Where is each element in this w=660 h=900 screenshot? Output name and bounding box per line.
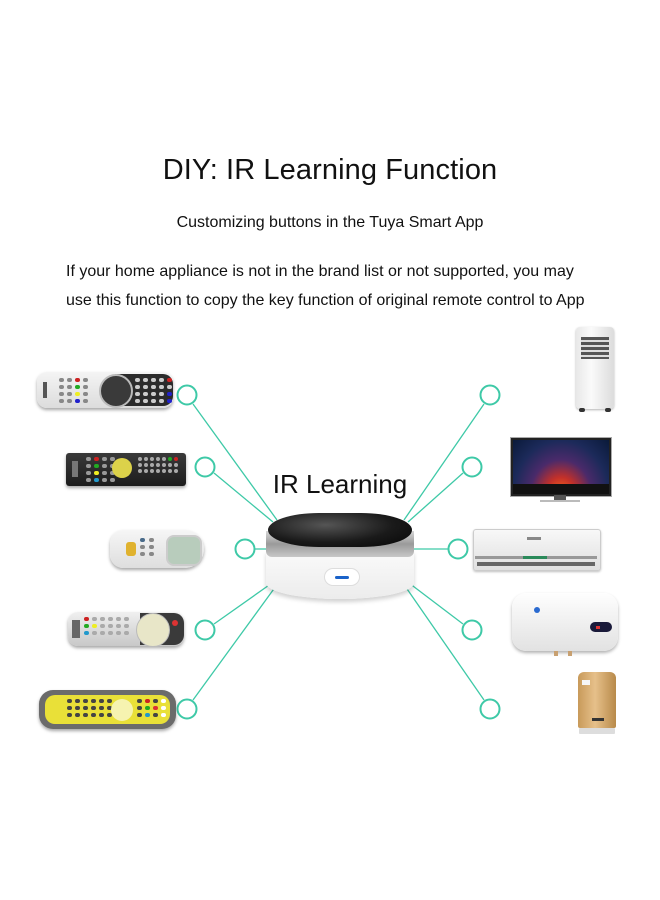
split-air-conditioner-icon bbox=[473, 529, 601, 571]
hub-label: IR Learning bbox=[272, 469, 408, 499]
connector-node-right-1 bbox=[479, 384, 501, 406]
connector-node-right-2 bbox=[461, 456, 483, 478]
connector-node-left-3 bbox=[234, 538, 256, 560]
hub-indicator-light bbox=[324, 568, 360, 586]
ac-remote-icon bbox=[110, 530, 204, 568]
universal-remote-silver-icon bbox=[68, 612, 184, 647]
television-icon bbox=[510, 437, 612, 503]
page-subtitle: Customizing buttons in the Tuya Smart Ap… bbox=[176, 214, 484, 231]
air-purifier-icon bbox=[578, 672, 616, 734]
connector-node-left-5 bbox=[176, 698, 198, 720]
ir-hub-device-icon bbox=[266, 513, 414, 603]
portable-air-conditioner-icon bbox=[576, 327, 614, 412]
connector-node-left-1 bbox=[176, 384, 198, 406]
water-heater-icon bbox=[512, 593, 618, 657]
page-title: DIY: IR Learning Function bbox=[162, 154, 498, 186]
description-line-1: If your home appliance is not in the bra… bbox=[66, 263, 574, 280]
tv-remote-white-icon bbox=[37, 372, 173, 408]
connector-node-left-2 bbox=[194, 456, 216, 478]
connector-node-right-4 bbox=[461, 619, 483, 641]
connector-node-left-4 bbox=[194, 619, 216, 641]
description: If your home appliance is not in the bra… bbox=[66, 257, 585, 315]
connector-node-right-5 bbox=[479, 698, 501, 720]
tv-remote-black-icon bbox=[66, 453, 186, 486]
connector-node-right-3 bbox=[447, 538, 469, 560]
description-line-2: use this function to copy the key functi… bbox=[66, 292, 585, 309]
universal-remote-yellow-icon bbox=[39, 690, 176, 729]
